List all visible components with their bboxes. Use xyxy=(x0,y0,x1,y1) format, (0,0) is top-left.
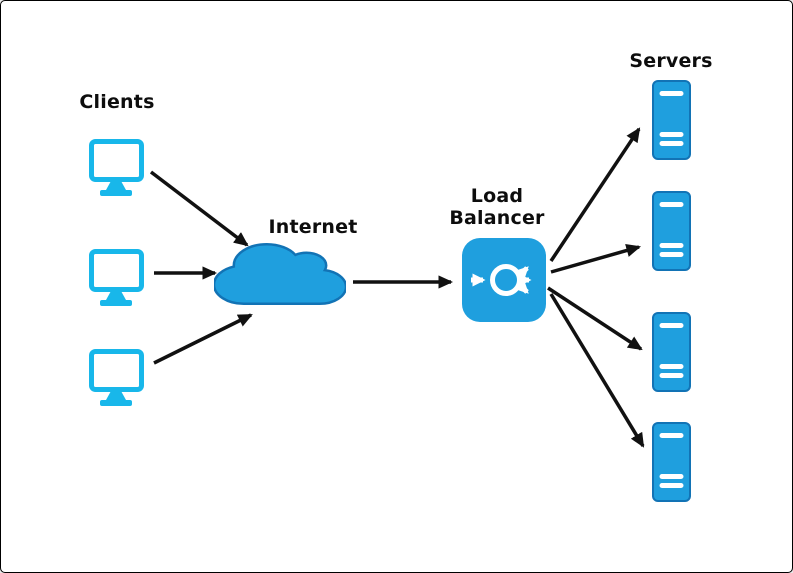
server-tower xyxy=(652,80,691,160)
server-slot xyxy=(659,323,684,328)
load-balancer-label: Load Balancer xyxy=(449,185,545,229)
server-tower xyxy=(652,312,691,392)
arrow-loadbalancer-to-server3 xyxy=(547,286,643,351)
monitor-base xyxy=(100,300,132,306)
clients-label: Clients xyxy=(79,91,155,113)
monitor-stand xyxy=(106,291,126,300)
server-icon xyxy=(652,312,691,392)
monitor-base xyxy=(100,400,132,406)
monitor-screen xyxy=(89,249,144,292)
internet-label: Internet xyxy=(268,216,358,238)
server-slot xyxy=(659,483,684,488)
monitor-stand xyxy=(106,391,126,400)
server-slot xyxy=(659,474,684,479)
arrow-client1-to-internet xyxy=(149,170,249,247)
monitor-stand xyxy=(106,181,126,190)
server-slot xyxy=(659,202,684,207)
server-slot xyxy=(659,433,684,438)
arrow-loadbalancer-to-server1 xyxy=(549,127,641,262)
server-slot xyxy=(659,91,684,96)
servers-label: Servers xyxy=(629,50,713,72)
monitor-screen xyxy=(89,139,144,182)
monitor-screen xyxy=(89,349,144,392)
server-icon xyxy=(652,422,691,502)
balancer-out-arrow-down xyxy=(514,279,529,294)
arrow-client3-to-internet xyxy=(153,313,253,365)
arrow-loadbalancer-to-server2 xyxy=(550,244,642,274)
server-icon xyxy=(652,80,691,160)
server-tower xyxy=(652,191,691,271)
server-slot xyxy=(659,364,684,369)
server-slot xyxy=(659,373,684,378)
server-icon xyxy=(652,191,691,271)
load-balancer-icon xyxy=(462,238,546,322)
server-slot xyxy=(659,252,684,257)
monitor-base xyxy=(100,190,132,196)
client-monitor-icon xyxy=(89,139,144,196)
load-balancer-box xyxy=(462,238,546,322)
server-slot xyxy=(659,141,684,146)
server-slot xyxy=(659,243,684,248)
client-monitor-icon xyxy=(89,249,144,306)
server-tower xyxy=(652,422,691,502)
arrow-loadbalancer-to-server4 xyxy=(549,293,645,448)
server-slot xyxy=(659,132,684,137)
client-monitor-icon xyxy=(89,349,144,406)
balancer-out-arrow-up xyxy=(514,266,529,281)
internet-cloud-icon xyxy=(214,240,346,308)
cloud-shape xyxy=(214,244,346,304)
